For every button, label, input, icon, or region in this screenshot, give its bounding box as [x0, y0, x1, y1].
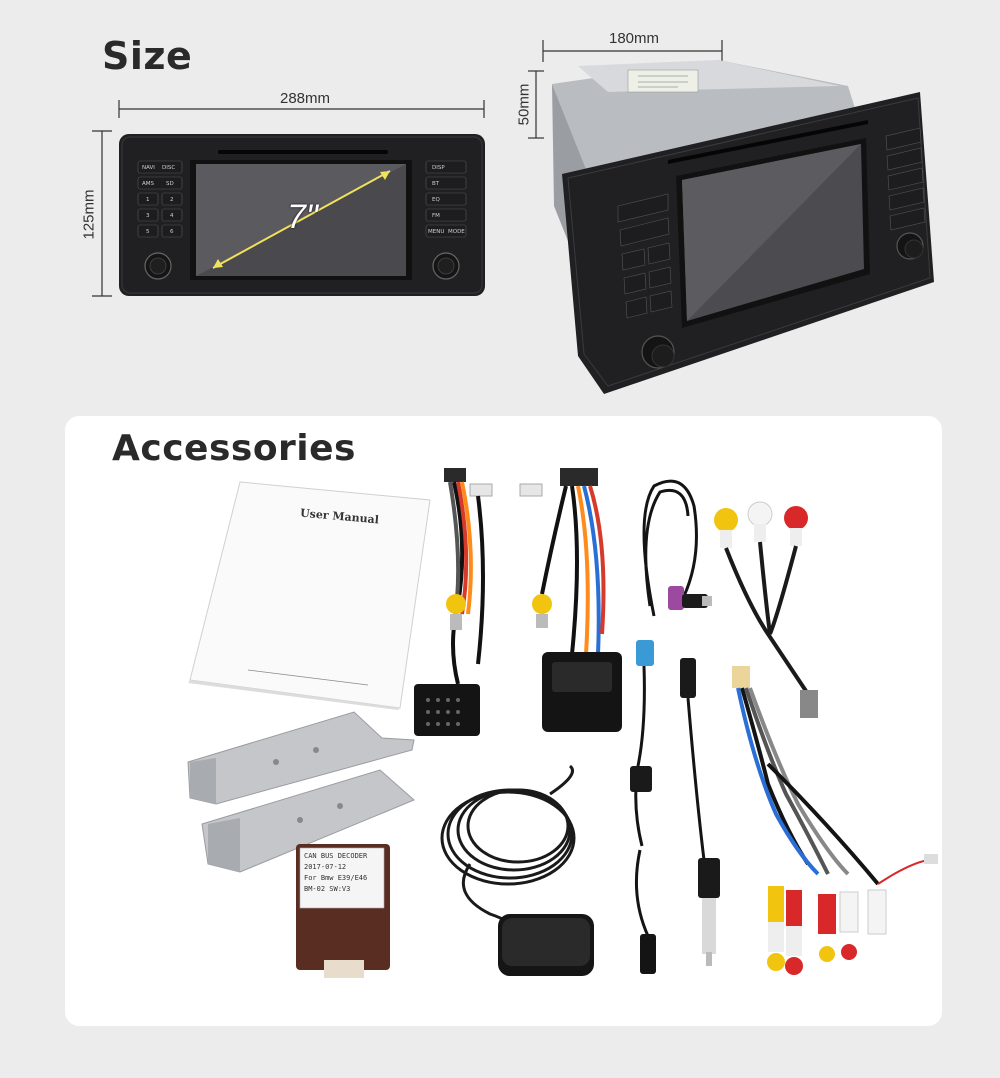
svg-text:SD: SD [166, 181, 174, 187]
svg-text:MENU: MENU [428, 229, 444, 235]
svg-text:EQ: EQ [432, 197, 440, 203]
iso-harness-connector [414, 468, 493, 736]
aux-audio-cable [634, 849, 656, 974]
svg-text:6: 6 [170, 229, 174, 235]
width-dimension-line [118, 100, 485, 118]
svg-text:MODE: MODE [448, 229, 465, 235]
svg-text:3: 3 [146, 213, 150, 219]
svg-text:DISP: DISP [432, 165, 445, 171]
svg-text:2: 2 [170, 197, 174, 203]
svg-text:5: 5 [146, 229, 150, 235]
width-label: 288mm [276, 90, 335, 107]
screen-size-label: 7" [287, 198, 318, 236]
head-unit-perspective-view [552, 60, 934, 394]
svg-text:FM: FM [432, 213, 440, 219]
quadlock-harness-connector [519, 468, 622, 732]
gps-antenna [440, 764, 594, 976]
radio-antenna-adapter [680, 658, 720, 966]
mounting-bracket-top [187, 711, 415, 805]
svg-text:AMS: AMS [142, 181, 155, 187]
canbus-decoder-box [296, 844, 390, 978]
front-right-buttons [425, 160, 467, 280]
accessories-title: Accessories [112, 428, 356, 469]
svg-text:BT: BT [432, 181, 440, 187]
front-left-buttons [137, 160, 183, 280]
mounting-bracket-bottom [201, 769, 415, 873]
size-title: Size [102, 34, 193, 78]
user-manual-booklet [188, 481, 431, 710]
usb-cable [642, 479, 712, 617]
height-label: 125mm [80, 185, 98, 244]
svg-text:DISC: DISC [162, 165, 175, 171]
unit-height-label: 50mm [515, 80, 533, 129]
rca-audio-cable [714, 501, 818, 718]
height-dimension-line [92, 130, 112, 297]
unit-height-dimension-line [528, 70, 544, 139]
head-unit-front-view: NAVI DISC AMS SD 1 2 3 4 5 6 DISP BT EQ … [119, 134, 485, 296]
depth-label: 180mm [605, 30, 664, 47]
fakra-antenna-adapter [630, 640, 654, 847]
decoder-label: CAN BUS DECODER 2017-07-12 For Bmw E39/E… [304, 852, 368, 893]
depth-dimension-line [542, 40, 723, 62]
svg-text:NAVI: NAVI [142, 165, 155, 171]
rca-video-harness [732, 666, 938, 975]
svg-text:4: 4 [170, 213, 174, 219]
svg-text:1: 1 [146, 197, 150, 203]
